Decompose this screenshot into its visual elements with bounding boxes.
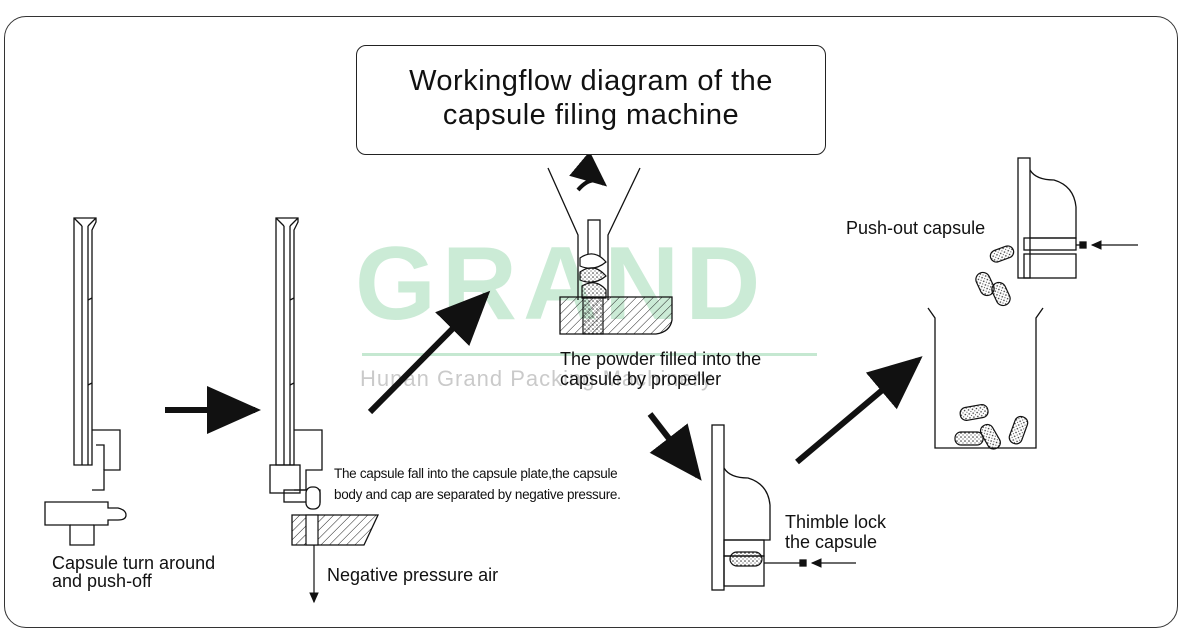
station-2-capsule-plate [291, 514, 380, 546]
flow-arrow-4 [795, 356, 923, 465]
collection-beaker [927, 307, 1044, 449]
station-1-rod [73, 217, 121, 491]
station-1-plate [44, 501, 127, 546]
station-3-capsule-plate [559, 296, 673, 335]
step-2-sublabel: Negative pressure air [327, 565, 499, 585]
flow-arrow-3 [647, 412, 702, 481]
watermark-logo: GRAND [355, 226, 767, 342]
step-2-label: The capsule fall into the capsule plate,… [334, 466, 621, 502]
watermark-subtitle: Hunan Grand Packing Machinery [360, 366, 714, 391]
step-1-label: Capsule turn around and push-off [52, 553, 216, 591]
station-5-machine [1017, 157, 1087, 279]
step-3-label: The powder filled into the capsule by pr… [560, 349, 762, 389]
collected-capsules [954, 404, 1029, 450]
falling-capsules [975, 245, 1015, 307]
propeller-icon [579, 253, 607, 299]
watermark-underline [362, 353, 817, 356]
step-5-label: Push-out capsule [846, 218, 986, 238]
rotation-arrow-icon [569, 151, 608, 192]
diagram-title: Workingflow diagram of the capsule filin… [409, 65, 773, 131]
station-4-capsule [729, 551, 763, 567]
step-4-label: Thimble lock the capsule [785, 512, 887, 552]
diagram-title-box: Workingflow diagram of the capsule filin… [356, 45, 826, 155]
station-2-rod [269, 217, 323, 510]
station-4-machine [711, 424, 807, 591]
flow-arrow-2 [367, 290, 491, 415]
diagram-frame [4, 16, 1178, 628]
